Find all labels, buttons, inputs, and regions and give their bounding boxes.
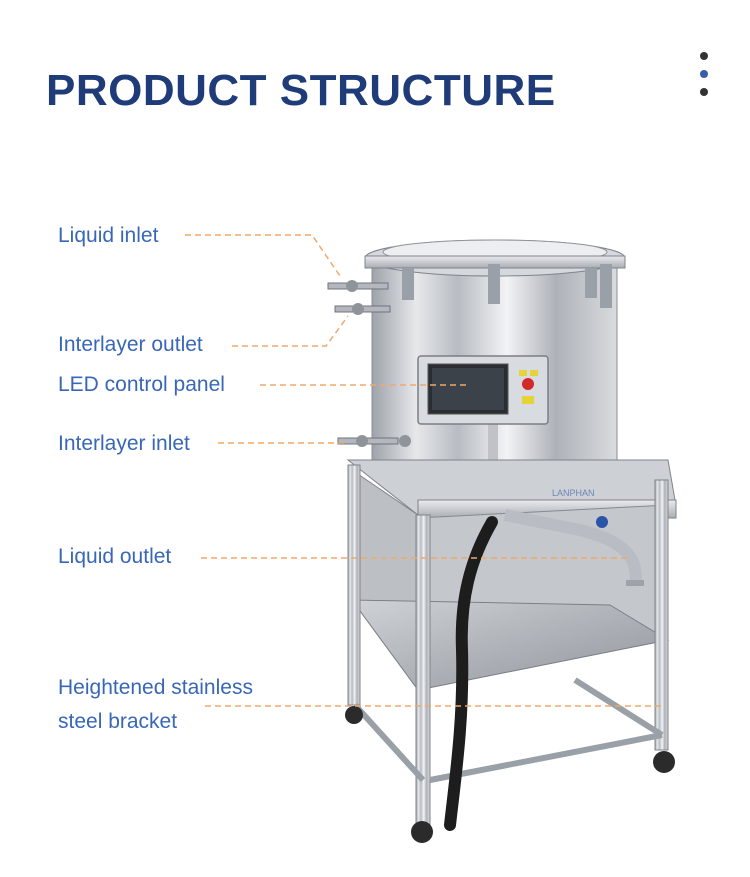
dot [700, 70, 708, 78]
label-bracket-line1: Heightened stainless [58, 676, 253, 699]
label-bracket-line2: steel bracket [58, 710, 178, 733]
control-panel [417, 355, 549, 482]
page-title: PRODUCT STRUCTURE [46, 66, 556, 115]
more-options-icon[interactable] [697, 52, 711, 102]
label-liquid-outlet: Liquid outlet [58, 545, 172, 568]
leader-lines [185, 234, 662, 707]
hose [444, 516, 498, 831]
brand-nameplate: LANPHAN [552, 488, 595, 498]
label-liquid-inlet: Liquid inlet [58, 224, 159, 247]
label-led-control-panel: LED control panel [58, 373, 225, 396]
label-interlayer-inlet: Interlayer inlet [58, 432, 190, 455]
inlet-valves [327, 280, 411, 447]
outlet-pipe [503, 509, 644, 586]
dot [700, 52, 708, 60]
label-interlayer-outlet: Interlayer outlet [58, 333, 203, 356]
dot [700, 88, 708, 96]
